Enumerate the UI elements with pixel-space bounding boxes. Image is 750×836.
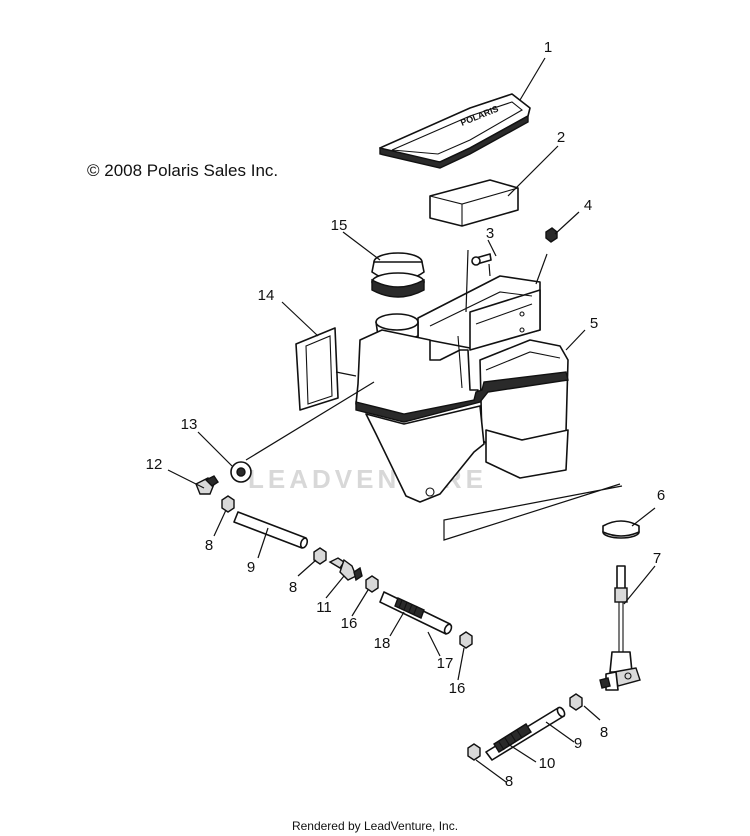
callout-9b: 9 xyxy=(574,735,582,752)
callout-16b: 16 xyxy=(449,680,466,697)
part-13-grommet xyxy=(230,461,252,483)
callout-14: 14 xyxy=(258,287,275,304)
part-12-elbow-fitting xyxy=(195,475,219,495)
callout-10: 10 xyxy=(539,755,556,772)
part-9-fuel-line-a xyxy=(233,511,309,549)
part-16-clamp-a xyxy=(365,575,379,593)
callout-7: 7 xyxy=(653,550,661,567)
part-8-clamp-a xyxy=(221,495,235,513)
callout-16a: 16 xyxy=(341,615,358,632)
part-18-hose-spring xyxy=(394,597,425,619)
part-1-tank-cover: POLARIS xyxy=(379,93,531,169)
callout-17: 17 xyxy=(437,655,454,672)
part-6-grommet-cap xyxy=(602,520,640,539)
callout-8b: 8 xyxy=(289,579,297,596)
leader-lines xyxy=(167,57,656,783)
callout-3: 3 xyxy=(486,225,494,242)
part-16-clamp-b xyxy=(459,631,473,649)
part-8-clamp-c xyxy=(569,693,583,711)
part-7-fuel-petcock xyxy=(599,565,641,691)
part-10-hose-spring xyxy=(493,723,532,753)
part-8-clamp-d xyxy=(467,743,481,761)
part-15-fuel-cap xyxy=(371,252,425,298)
part-4-nut xyxy=(545,227,558,243)
part-2-foam-pad xyxy=(429,179,519,227)
part-14-warning-label xyxy=(295,327,339,411)
callout-8c: 8 xyxy=(600,724,608,741)
callouts: 1 2 3 4 5 6 7 8 8 8 8 9 9 10 11 12 13 14… xyxy=(146,39,666,790)
callout-8d: 8 xyxy=(505,773,513,790)
copyright-text: © 2008 Polaris Sales Inc. xyxy=(87,161,278,180)
part-11-inline-valve xyxy=(328,557,363,582)
callout-18: 18 xyxy=(374,635,391,652)
part-5-fuel-tank xyxy=(355,275,569,503)
part-8-clamp-b xyxy=(313,547,327,565)
callout-12: 12 xyxy=(146,456,163,473)
callout-1: 1 xyxy=(544,39,552,56)
footer-credit: Rendered by LeadVenture, Inc. xyxy=(292,819,458,833)
callout-2: 2 xyxy=(557,129,565,146)
callout-9a: 9 xyxy=(247,559,255,576)
callout-4: 4 xyxy=(584,197,592,214)
callout-8a: 8 xyxy=(205,537,213,554)
callout-6: 6 xyxy=(657,487,665,504)
part-3-bolt xyxy=(471,253,492,266)
callout-15: 15 xyxy=(331,217,348,234)
callout-11: 11 xyxy=(316,599,332,616)
callout-13: 13 xyxy=(181,416,198,433)
callout-5: 5 xyxy=(590,315,598,332)
